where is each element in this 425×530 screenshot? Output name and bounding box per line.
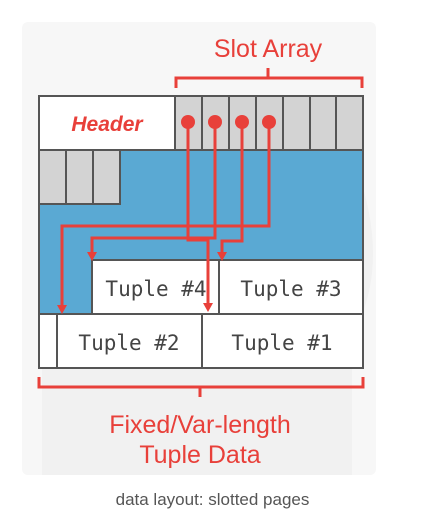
arrowhead [57,305,67,314]
header-label: Header [71,113,144,136]
arrow-heads [57,252,227,314]
pointer-arrow-slot-2 [90,122,217,253]
tuple-data-label-line1: Fixed/Var-length [109,411,291,439]
slot-cell [38,149,67,205]
slot-pointers [60,122,271,306]
tuple-data-label-line2: Tuple Data [139,441,260,469]
slot-array-label: Slot Array [214,35,323,63]
slot-cell [92,149,121,205]
tuple-4-label: Tuple #4 [105,277,206,301]
figure-caption: data layout: slotted pages [115,490,310,509]
slot-cell [309,95,337,151]
pointer-arrow-slot-3 [220,122,244,253]
slot-array-bracket [174,68,364,88]
slot-cell [65,149,94,205]
diagram-card: Slot Array Header [22,22,376,475]
pointer-dot [262,115,276,129]
tuple-2-label: Tuple #2 [78,331,179,355]
arrowhead [217,252,227,261]
pointer-dot [208,115,222,129]
tuple-3-box [218,259,364,315]
tuple-1-box [201,313,364,369]
pointer-arrow-slot-1 [186,122,210,304]
tuple-2-box [56,313,203,369]
tuple-data-bracket [37,377,365,397]
overflow-slots [38,149,121,205]
pointer-arrow-slot-4 [60,122,271,306]
slot-cell [282,95,311,151]
slot-pointer-dots [181,115,276,129]
arrowhead [87,252,97,261]
tuple-3-label: Tuple #3 [240,277,341,301]
slot-cell [335,95,364,151]
slotted-page-diagram: Slot Array Header [37,35,373,475]
pointer-dot [181,115,195,129]
tuple-boxes [38,259,364,369]
tuple-free-sliver [38,313,58,369]
pointer-dot [235,115,249,129]
tuple-1-label: Tuple #1 [231,331,332,355]
arrowhead [203,303,213,312]
